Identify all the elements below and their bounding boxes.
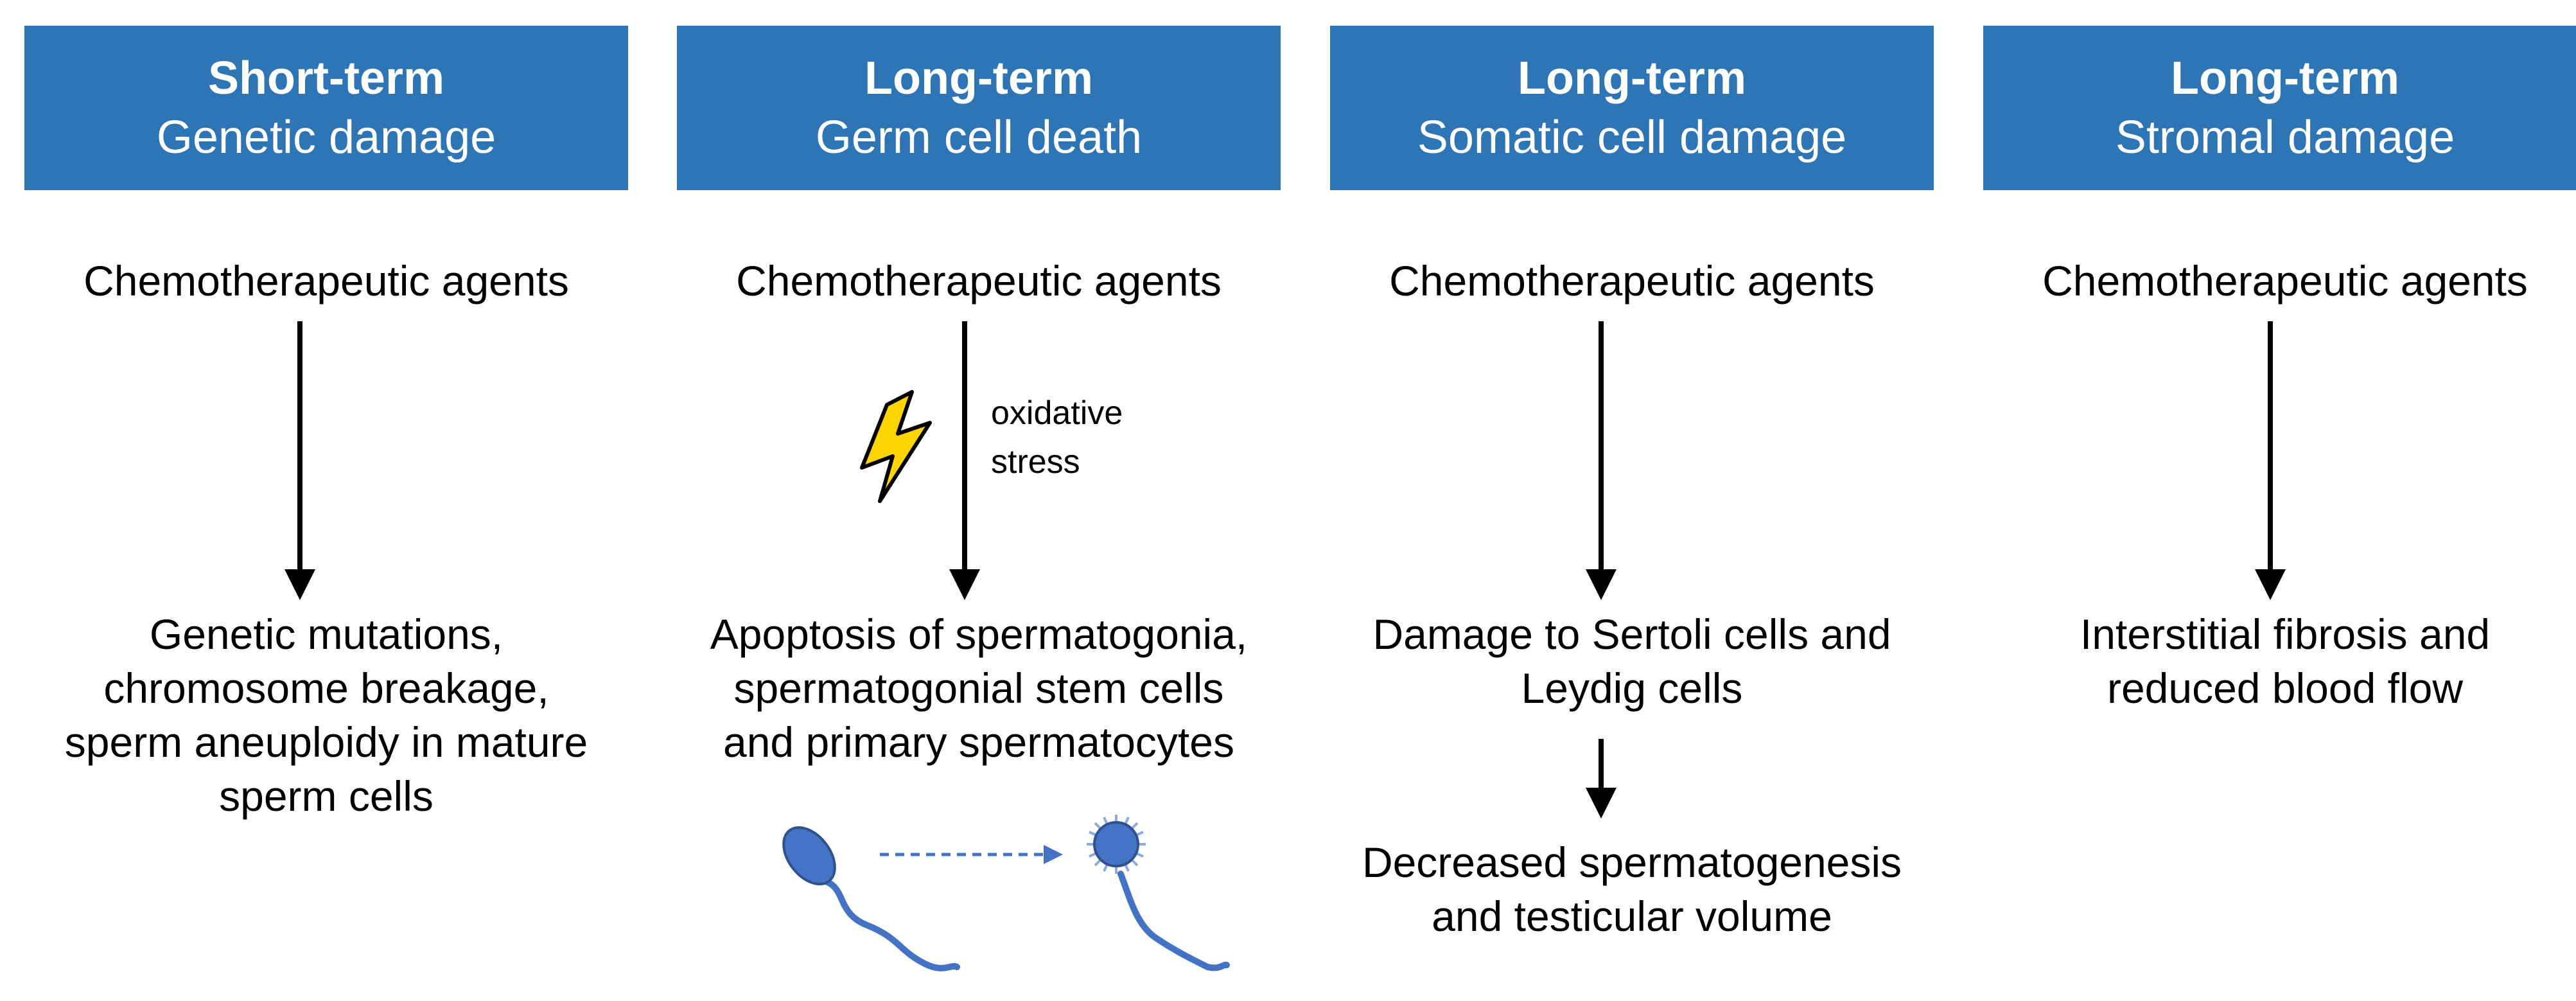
mechanism-line: oxidative [991, 394, 1123, 432]
outcome-line: Leydig cells [1521, 664, 1743, 712]
outcome-line: and testicular volume [1432, 892, 1832, 940]
header-short-term-genetic: Short-term Genetic damage [24, 26, 628, 190]
outcome-line: Damage to Sertoli cells and [1372, 610, 1891, 658]
outcome-line: Interstitial fibrosis and [2080, 610, 2491, 658]
outcome-line: Genetic mutations, [149, 610, 504, 658]
mechanism-oxidative-stress: oxidative stress [991, 389, 1123, 486]
header-term: Long-term [864, 53, 1093, 104]
agent-label-4: Chemotherapeutic agents [2042, 257, 2528, 305]
outcome-somatic-damage: Damage to Sertoli cells and Leydig cells [1330, 607, 1934, 715]
secondary-outcome-somatic: Decreased spermatogenesis and testicular… [1330, 835, 1934, 943]
header-term: Short-term [207, 53, 444, 104]
outcome-line: and primary spermatocytes [723, 718, 1234, 766]
outcome-line: chromosome breakage, [103, 664, 549, 712]
agent-label-3: Chemotherapeutic agents [1389, 257, 1875, 305]
outcome-line: Apoptosis of spermatogonia, [710, 610, 1248, 658]
header-long-term-stromal: Long-term Stromal damage [1983, 26, 2576, 190]
header-term: Long-term [1518, 53, 1746, 104]
outcome-line: reduced blood flow [2107, 664, 2464, 712]
outcome-line: spermatogonial stem cells [733, 664, 1224, 712]
outcome-line: sperm cells [219, 772, 434, 820]
header-long-term-somatic: Long-term Somatic cell damage [1330, 26, 1934, 190]
header-category: Germ cell death [815, 112, 1143, 163]
agent-label-2: Chemotherapeutic agents [736, 257, 1222, 305]
header-term: Long-term [2171, 53, 2399, 104]
outcome-line: sperm aneuploidy in mature [64, 718, 588, 766]
lightning-bolt-icon [860, 390, 932, 503]
mechanism-line: stress [991, 443, 1080, 481]
outcome-genetic-damage: Genetic mutations, chromosome breakage, … [24, 607, 628, 823]
healthy-sperm-icon [782, 826, 960, 971]
outcome-stromal-damage: Interstitial fibrosis and reduced blood … [1983, 607, 2576, 715]
agent-label-1: Chemotherapeutic agents [83, 257, 569, 305]
header-long-term-germ-cell: Long-term Germ cell death [677, 26, 1281, 190]
outcome-germ-cell-death: Apoptosis of spermatogonia, spermatogoni… [677, 607, 1281, 769]
outcome-line: Decreased spermatogenesis [1362, 838, 1902, 886]
header-category: Somatic cell damage [1417, 112, 1847, 163]
damaged-sperm-icon [1087, 815, 1230, 971]
header-category: Genetic damage [156, 112, 496, 163]
header-category: Stromal damage [2115, 112, 2455, 163]
